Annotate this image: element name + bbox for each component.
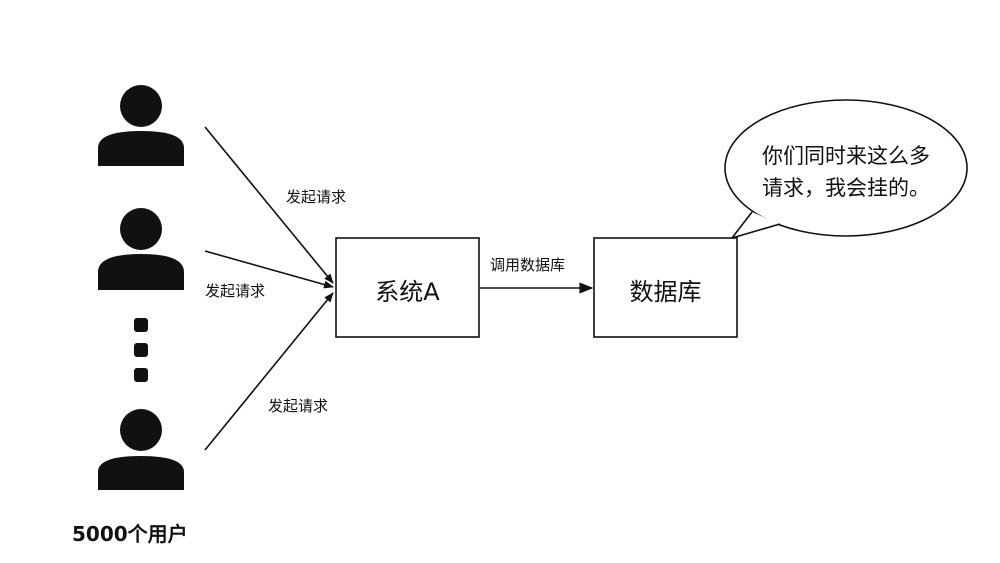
ellipsis-dot-icon bbox=[134, 343, 148, 357]
database-label: 数据库 bbox=[629, 278, 702, 306]
system-a-label: 系统A bbox=[375, 278, 440, 306]
call-db-label: 调用数据库 bbox=[490, 256, 566, 274]
ellipsis-dot-icon bbox=[134, 368, 148, 382]
request-label-3: 发起请求 bbox=[268, 397, 329, 415]
request-arrow-3 bbox=[204, 292, 334, 451]
request-label-2: 发起请求 bbox=[205, 282, 266, 300]
request-arrow-1 bbox=[204, 126, 334, 284]
bubble-line-2: 请求，我会挂的。 bbox=[762, 176, 930, 200]
system-a-box bbox=[335, 237, 480, 338]
database-box bbox=[593, 237, 738, 338]
person-icon bbox=[98, 85, 184, 166]
users-caption: 5000个用户 bbox=[72, 522, 188, 546]
request-label-1: 发起请求 bbox=[286, 188, 347, 206]
speech-bubble-icon bbox=[724, 99, 968, 239]
bubble-line-1: 你们同时来这么多 bbox=[762, 144, 930, 168]
ellipsis-dot-icon bbox=[134, 318, 148, 332]
person-icon bbox=[98, 409, 184, 490]
request-arrow-2 bbox=[204, 250, 334, 289]
person-icon bbox=[98, 208, 184, 290]
